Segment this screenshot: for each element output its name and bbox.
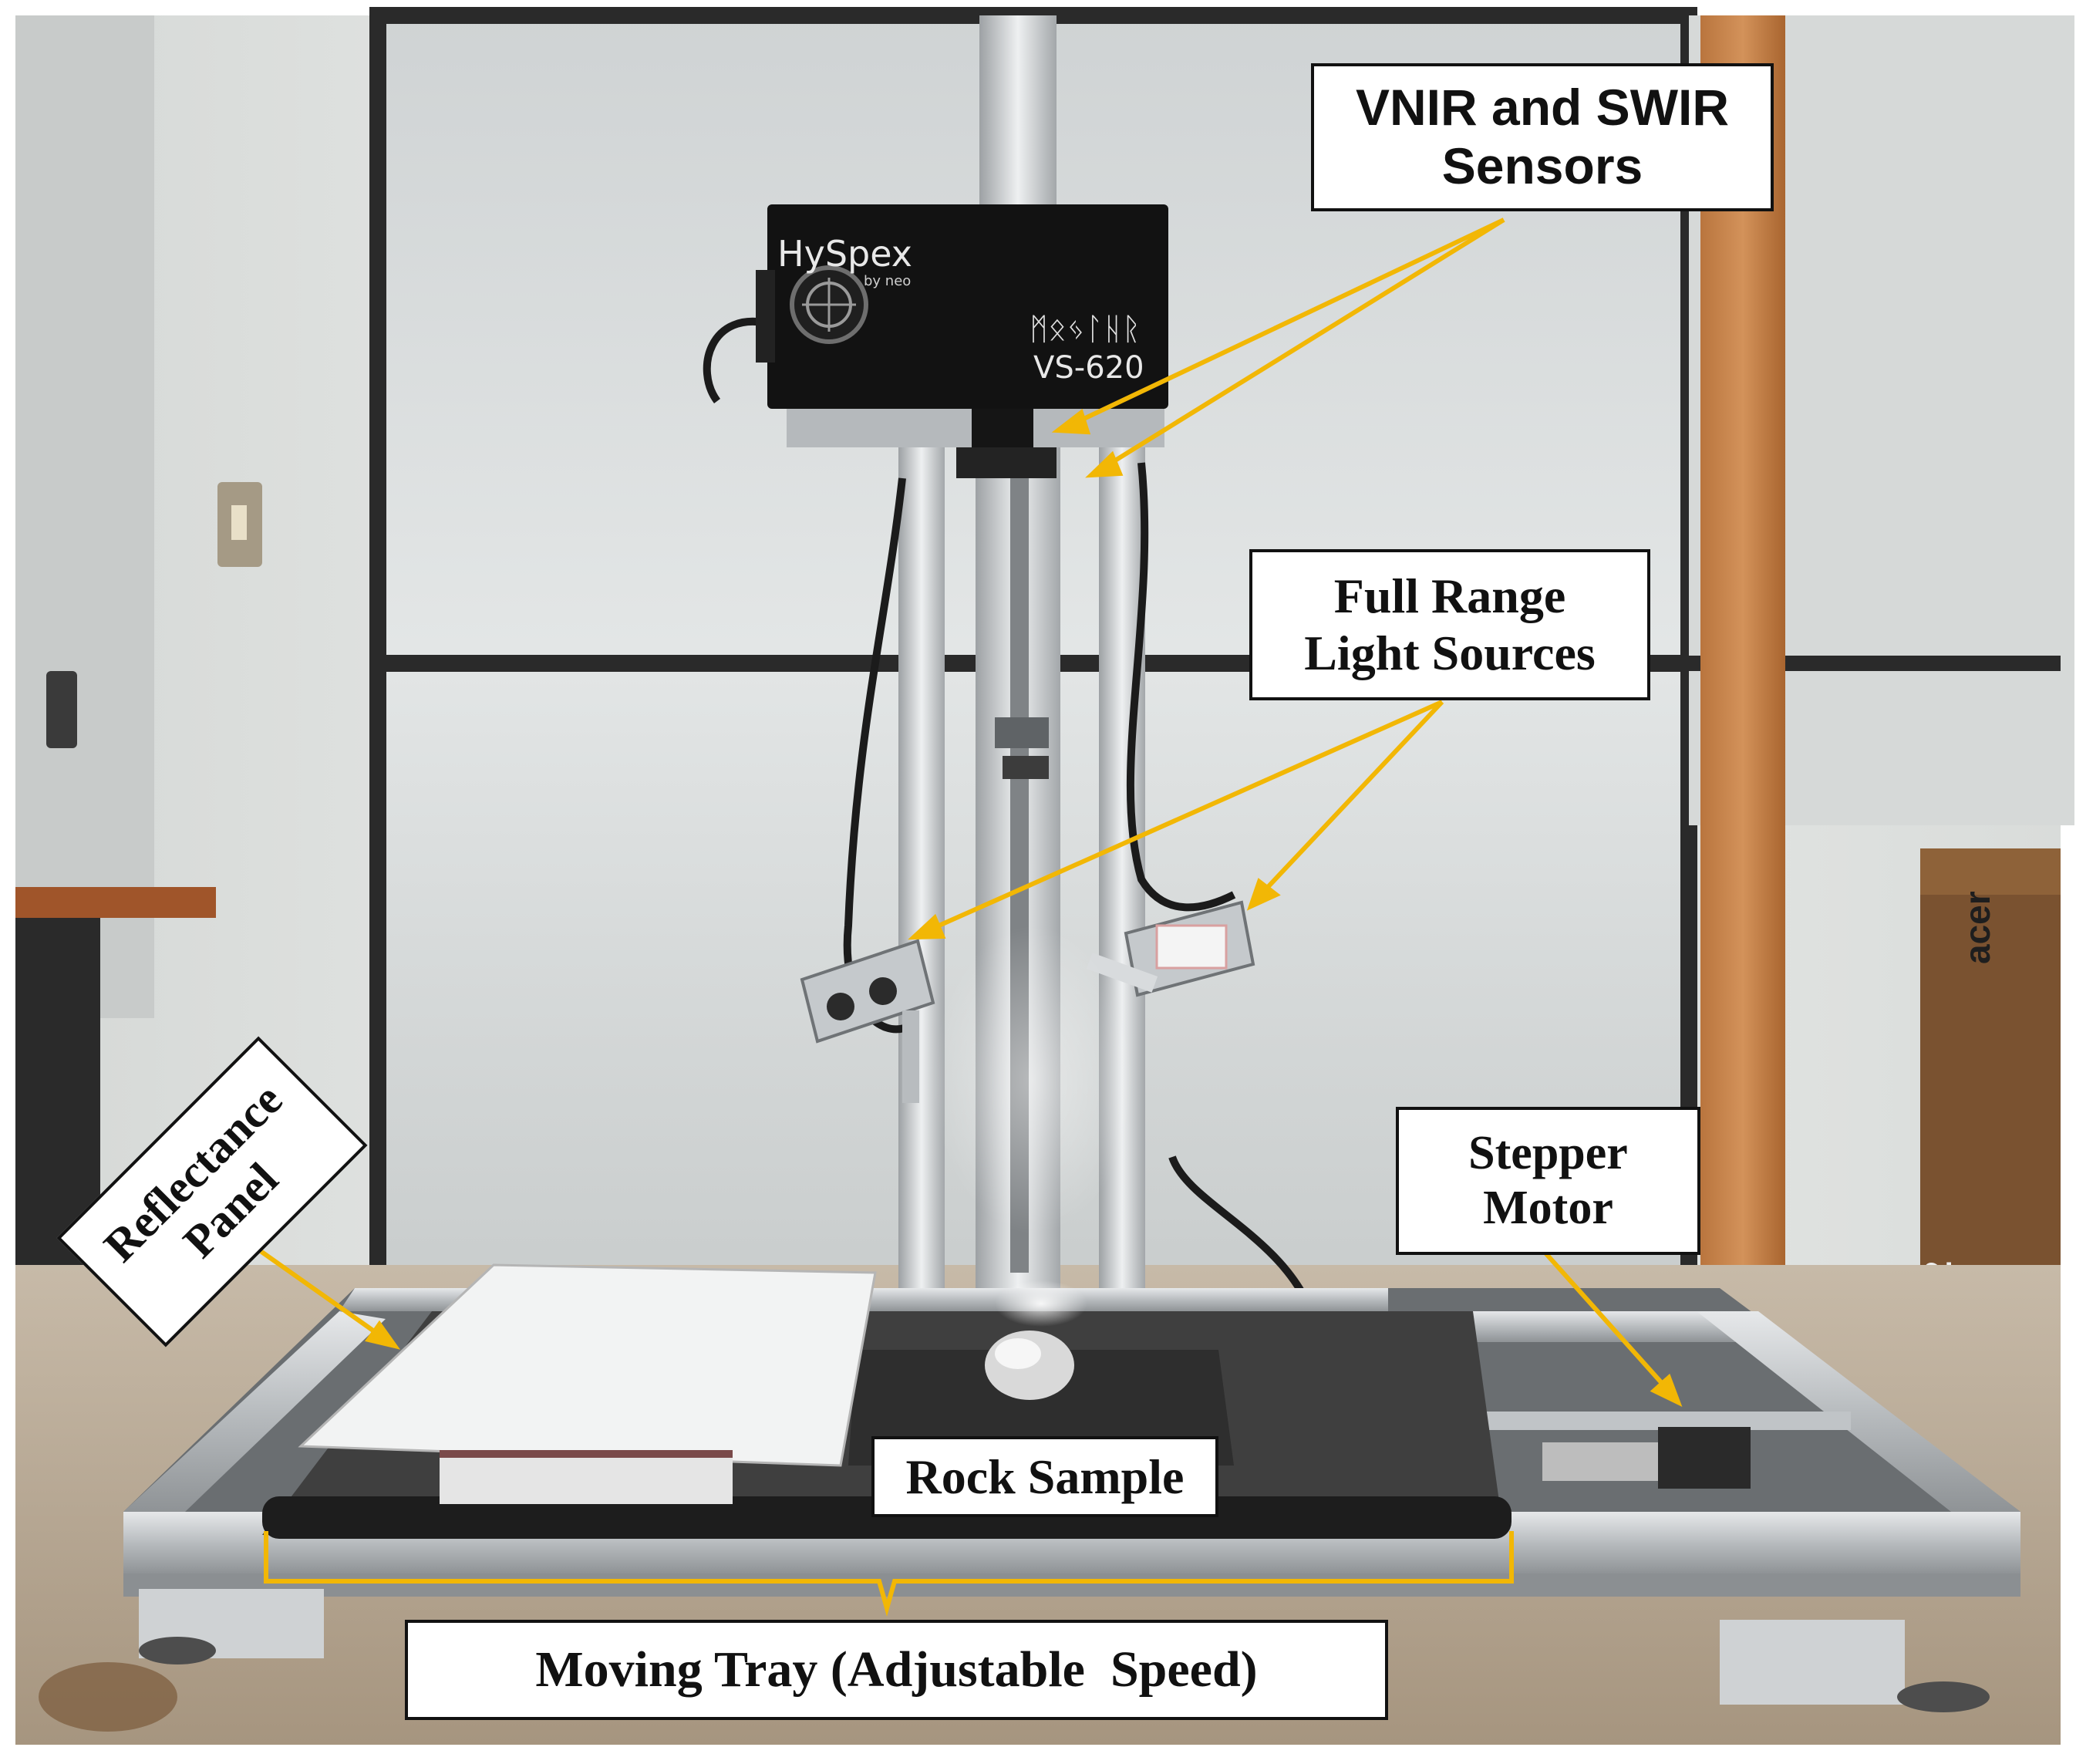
label-sensors-line2: Sensors [1441,137,1643,194]
hyspex-camera: HySpex by neo ᛗᛟᛃᛚᚺᚱ VS-620 [756,204,1168,478]
annotation-arrows [257,218,1683,1617]
label-vnir-swir-sensors: VNIR and SWIR Sensors [1311,63,1774,211]
camera-runes: ᛗᛟᛃᛚᚺᚱ [1030,312,1141,347]
reflectance-panel [298,1263,877,1504]
stepper-motor-body [1658,1427,1751,1489]
arrow-light-2 [1255,700,1444,901]
cardboard-box: acer 32 [1916,848,2061,1327]
arrow-sensor-1 [1063,218,1505,430]
label-tray-text: Moving Tray (Adjustable Speed) [535,1641,1258,1698]
label-motor-line1: Stepper [1468,1126,1628,1179]
floor-drain [39,1662,177,1732]
label-rock-sample: Rock Sample [871,1436,1218,1517]
arrow-light-1 [920,700,1444,936]
arrow-sensor-2 [1097,218,1505,473]
rock-sample [985,1280,1087,1400]
camera-brand-sub: by neo [864,273,911,289]
arrow-panel [257,1247,391,1344]
label-lights-line2: Light Sources [1304,626,1596,680]
label-sensors-line1: VNIR and SWIR [1355,79,1729,137]
left-door [15,15,154,1018]
camera-brand: HySpex [777,233,912,275]
label-full-range-light-sources: Full Range Light Sources [1249,549,1650,700]
light-source-right [1086,900,1255,997]
label-lights-line1: Full Range [1333,568,1566,624]
wooden-post [1700,15,1785,1327]
label-stepper-motor: Stepper Motor [1396,1107,1700,1255]
arrow-motor [1540,1247,1676,1398]
label-motor-line2: Motor [1483,1182,1613,1234]
box-brand-text: acer [1957,891,1997,964]
light-source-left [800,939,935,1103]
tray-bracket [264,1531,1514,1617]
label-moving-tray: Moving Tray (Adjustable Speed) [405,1620,1388,1720]
label-rock-text: Rock Sample [905,1449,1185,1504]
camera-model: VS-620 [1033,350,1144,386]
